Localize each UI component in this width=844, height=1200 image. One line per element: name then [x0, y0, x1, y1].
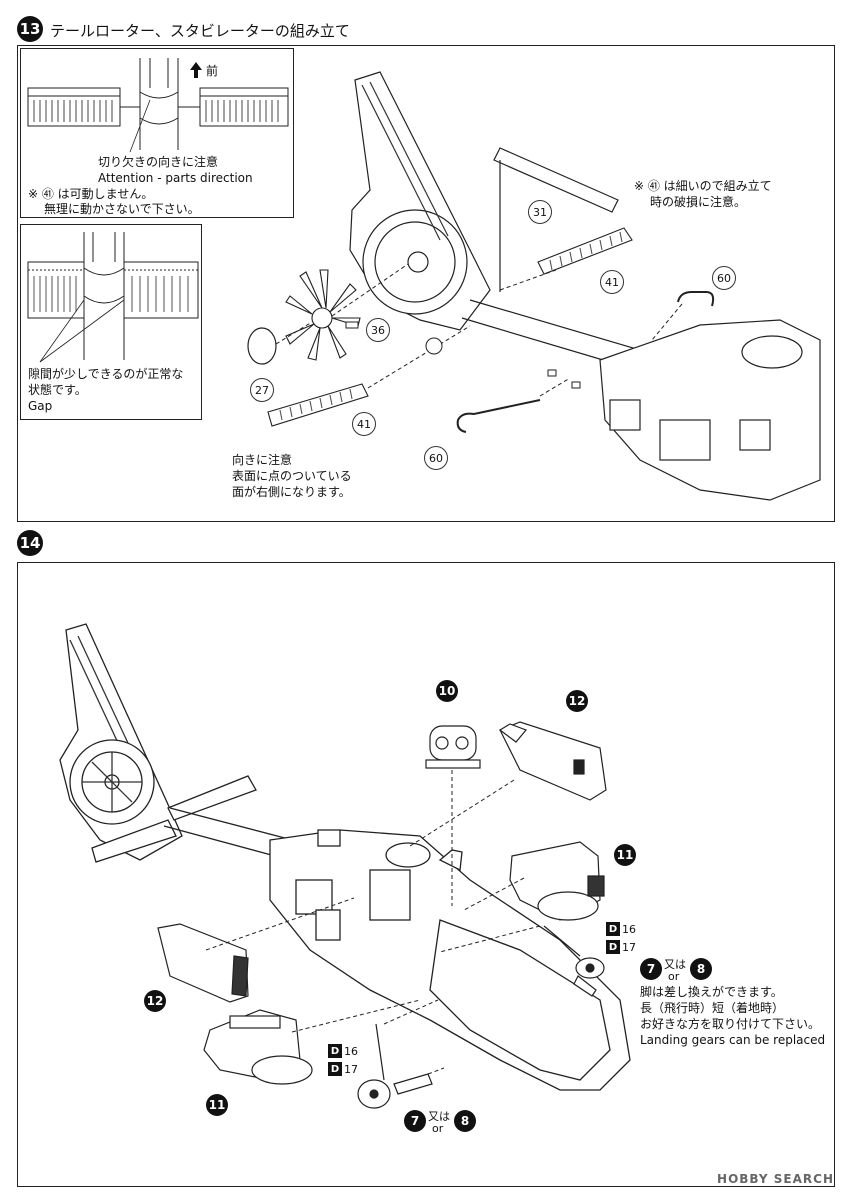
part-60-callout-upper: 60: [712, 266, 736, 290]
detail-gap-drawing: [27, 232, 199, 363]
landing-gear-left: [357, 1023, 433, 1109]
landing-note-line3: お好きな方を取り付けて下さい。: [640, 1017, 821, 1031]
front-label: 前: [206, 64, 219, 78]
note-direction-line3: 面が右側になります。: [232, 485, 351, 499]
note-direction-line1: 向きに注意: [232, 453, 293, 467]
part-41-upper: [537, 227, 633, 275]
hobby-search-watermark: HOBBY SEARCH: [717, 1172, 834, 1186]
note-direction-line2: 表面に点のついている: [232, 469, 352, 483]
note-fragile-line2: 時の破損に注意。: [650, 195, 747, 209]
part-11-upper: [509, 841, 605, 921]
landing-note-line4: Landing gears can be replaced: [640, 1033, 826, 1047]
part-31-callout: 31: [528, 200, 552, 224]
note-attention-jp: 切り欠きの向きに注意: [98, 155, 219, 169]
part-11-left: [203, 1009, 313, 1085]
leader-notch: [129, 99, 151, 153]
part-41-lower: [267, 383, 369, 427]
part-31-bar: [493, 147, 619, 292]
step-14-frame: [17, 562, 835, 1187]
note-41-line1: ※ ㊶ は可動しません。: [28, 187, 154, 201]
note-41-line2: 無理に動かさないで下さい。: [44, 202, 200, 216]
detail-box-gap: [20, 224, 202, 420]
or-en-right: or: [668, 970, 680, 983]
note-fragile-line1: ※ ㊶ は細いので組み立て: [634, 179, 772, 193]
part-60-upper: [677, 291, 715, 307]
option-8-badge-right: 8: [690, 958, 712, 980]
part-36-callout: 36: [366, 318, 390, 342]
detail-stabilizer-right: [199, 87, 289, 127]
landing-note-line2: 長（飛行時）短（着地時）: [640, 1001, 785, 1015]
or-jp-left: 又は: [428, 1110, 450, 1123]
part-11-badge-upper: 11: [614, 844, 636, 866]
step-13-title: テールローター、スタビレーターの組み立て: [50, 22, 350, 40]
option-7-badge-right: 7: [640, 958, 662, 980]
part-12-upper: [498, 721, 607, 801]
note-attention-en: Attention - parts direction: [98, 171, 253, 185]
fuselage-section: [599, 319, 821, 501]
detail-stabilizer-left: [27, 87, 121, 127]
tail-wheel: [425, 337, 443, 355]
part-10-badge: 10: [436, 680, 458, 702]
part-41-callout-lower: 41: [352, 412, 376, 436]
detail-box-notch: [20, 48, 294, 218]
part-12-badge-left: 12: [144, 990, 166, 1012]
part-60-lower: [456, 399, 541, 433]
part-41-callout-upper: 41: [600, 270, 624, 294]
step-13-number: 13: [17, 16, 43, 42]
option-7-badge-left: 7: [404, 1110, 426, 1132]
option-8-badge-left: 8: [454, 1110, 476, 1132]
note-gap-en: Gap: [28, 399, 53, 413]
tail-rotor: [285, 269, 361, 361]
or-en-left: or: [432, 1122, 444, 1135]
detail-boom-top: [120, 58, 200, 150]
part-27-callout: 27: [250, 378, 274, 402]
step-14-number: 14: [17, 530, 43, 556]
landing-gear-right: [543, 925, 605, 997]
part-27-cap: [247, 327, 277, 365]
part-36: [345, 321, 359, 329]
front-arrow-icon: [190, 62, 202, 78]
tail-fin-assembly: [349, 71, 491, 331]
part-10-sensor: [425, 725, 481, 769]
note-gap-line2: 状態です。: [28, 383, 87, 397]
part-60-callout-lower: 60: [424, 446, 448, 470]
or-jp-right: 又は: [664, 958, 686, 971]
part-12-badge-upper: 12: [566, 690, 588, 712]
helicopter-full: [59, 623, 631, 1091]
step-13-frame: [17, 45, 835, 522]
landing-note-line1: 脚は差し換えができます。: [640, 985, 783, 999]
note-gap-line1: 隙間が少しできるのが正常な: [28, 367, 184, 381]
part-12-left: [157, 923, 249, 1003]
part-11-badge-left: 11: [206, 1094, 228, 1116]
